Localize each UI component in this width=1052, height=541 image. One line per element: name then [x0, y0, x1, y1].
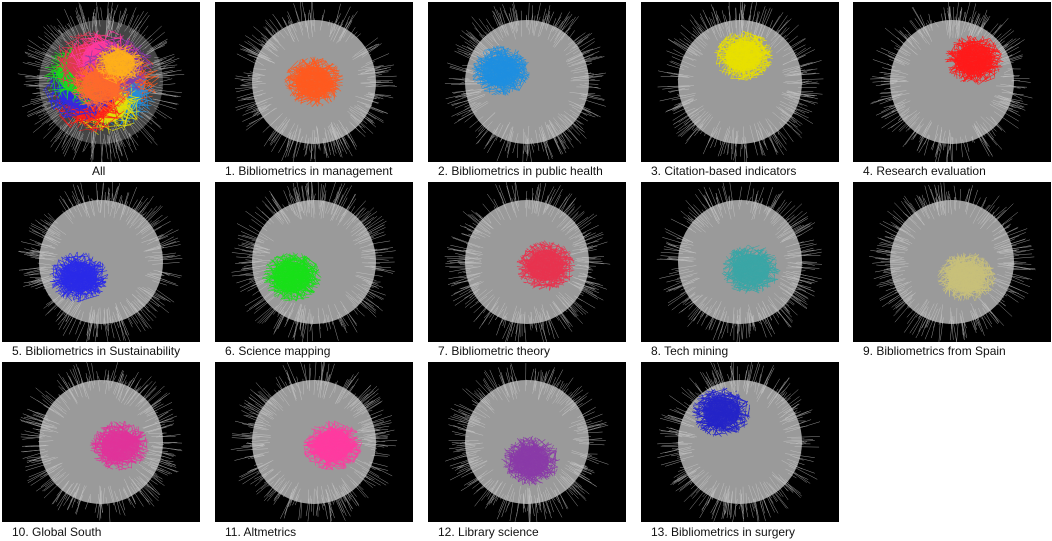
- panel-caption: 11. Altmetrics: [225, 525, 297, 539]
- network-panel-12: [428, 362, 626, 522]
- network-graph: [19, 362, 183, 522]
- network-graph: [657, 2, 824, 162]
- network-edges: [869, 182, 1036, 342]
- panel-caption: 6. Science mapping: [225, 344, 331, 358]
- cluster-highlight: [721, 244, 781, 294]
- cluster-core: [703, 397, 740, 428]
- network-panel-6: [215, 182, 413, 342]
- panel-caption: All: [92, 164, 106, 178]
- network-graph: [231, 182, 396, 342]
- network-edges: [445, 363, 609, 522]
- network-panel-3: [641, 2, 839, 162]
- network-core: [39, 380, 163, 504]
- cluster-highlight: [501, 435, 560, 486]
- network-panel-1: [215, 2, 413, 162]
- network-edges: [870, 2, 1033, 162]
- network-panel-10: [2, 362, 200, 522]
- network-edges: [230, 362, 398, 522]
- panel-caption: 5. Bibliometrics in Sustainability: [12, 344, 181, 358]
- panel-caption: 9. Bibliometrics from Spain: [863, 344, 1006, 358]
- network-graph: [17, 2, 185, 162]
- cluster-highlight: [691, 387, 751, 437]
- cluster-highlight: [471, 45, 531, 96]
- network-graph: [444, 182, 611, 342]
- cluster-highlight: [944, 35, 1004, 85]
- network-panel-2: [428, 2, 626, 162]
- network-core: [465, 380, 589, 504]
- network-edges: [444, 2, 607, 162]
- network-graph: [234, 2, 397, 162]
- network-panel-11: [215, 362, 413, 522]
- network-panel-8: [641, 182, 839, 342]
- network-edges: [234, 2, 397, 162]
- cluster-core: [104, 50, 135, 77]
- cluster-core: [527, 250, 564, 281]
- cluster-highlight: [89, 421, 149, 471]
- cluster-core: [101, 430, 138, 461]
- panel-caption: 10. Global South: [12, 525, 102, 539]
- panel-caption: 1. Bibliometrics in management: [225, 164, 393, 178]
- network-graph: [869, 182, 1036, 342]
- network-edges: [656, 182, 823, 342]
- cluster-core: [482, 55, 520, 87]
- network-panel-9: [853, 182, 1051, 342]
- network-panel-7: [428, 182, 626, 342]
- network-graph: [444, 2, 607, 162]
- cluster-core: [60, 261, 97, 293]
- network-graph: [656, 182, 823, 342]
- cluster-highlight: [284, 56, 344, 107]
- network-panel-13: [641, 362, 839, 522]
- panel-caption: 12. Library science: [438, 525, 539, 539]
- cluster-highlight: [303, 420, 363, 471]
- network-panel-4: [853, 2, 1051, 162]
- cluster-highlight: [714, 30, 773, 81]
- panel-caption: 7. Bibliometric theory: [438, 344, 551, 358]
- cluster-highlight: [516, 240, 576, 291]
- cluster-core: [273, 261, 310, 293]
- cluster-core: [956, 44, 993, 75]
- network-edges: [657, 362, 821, 522]
- network-edges: [231, 182, 396, 342]
- cluster-core: [732, 254, 770, 285]
- cluster-core: [314, 430, 351, 461]
- cluster-core: [512, 445, 549, 476]
- network-graph: [870, 2, 1033, 162]
- network-core: [252, 200, 376, 324]
- cluster-highlight: [49, 251, 109, 303]
- network-panel-5: [2, 182, 200, 342]
- panel-caption: 13. Bibliometrics in surgery: [651, 525, 796, 539]
- panel-caption: 2. Bibliometrics in public health: [438, 164, 603, 178]
- network-edges: [19, 362, 183, 522]
- network-edges: [444, 182, 611, 342]
- network-graph: [657, 362, 821, 522]
- network-graph: [18, 182, 183, 342]
- panel-caption: 8. Tech mining: [651, 344, 729, 358]
- cluster-core: [948, 261, 986, 293]
- cluster-core: [295, 66, 333, 98]
- network-graph: [445, 363, 609, 522]
- cluster-highlight: [95, 43, 145, 84]
- network-edges: [18, 182, 183, 342]
- panel-caption: 4. Research evaluation: [863, 164, 986, 178]
- cluster-highlight: [937, 252, 997, 302]
- network-graph: [230, 362, 398, 522]
- cluster-highlight: [262, 252, 322, 302]
- network-edges: [17, 2, 185, 162]
- network-edges: [657, 2, 824, 162]
- network-core: [39, 200, 163, 324]
- panel-caption: 3. Citation-based indicators: [651, 164, 797, 178]
- network-panel-all: [2, 2, 200, 162]
- cluster-core: [725, 40, 762, 72]
